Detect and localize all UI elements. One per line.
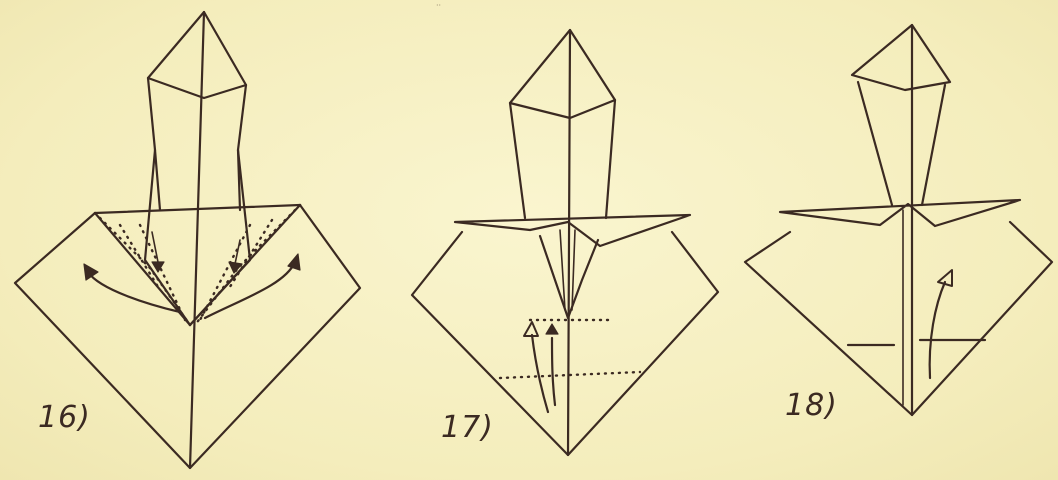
step-17-figure (412, 30, 718, 455)
step-17-head-neck (510, 100, 615, 218)
step-17-arrowhead-1 (524, 322, 538, 336)
step-18-head-neck (858, 82, 945, 205)
step-18-arrowhead (938, 270, 952, 286)
step-17-label: 17) (441, 410, 494, 445)
step-16-top-point (148, 12, 246, 98)
step-16-arrow-right (205, 262, 295, 318)
step-18-base-outline (745, 222, 1052, 415)
step-16-small-arrow-right (235, 240, 240, 264)
step-17-center-line (568, 30, 570, 455)
step-16-label: 16) (38, 400, 91, 435)
step-16-arrowhead-left (84, 264, 98, 280)
step-16-neck (148, 78, 246, 210)
step-16-center-line (190, 12, 204, 468)
step-17-arrow-up-2 (552, 338, 555, 405)
step-17-collar (455, 215, 690, 246)
step-17-dotted-line-bottom (500, 372, 640, 378)
step-17-arrow-up-1 (532, 335, 548, 412)
step-17-arrowhead-2 (546, 324, 558, 334)
speck-mark: ·· (436, 1, 441, 10)
step-18-figure (745, 25, 1052, 415)
step-18-label: 18) (785, 388, 838, 423)
step-16-arrowhead-right (288, 254, 300, 270)
step-17-head-top (510, 30, 615, 118)
step-18-head-top (852, 25, 950, 90)
step-18-arrow-up (930, 282, 945, 378)
step-18-collar (780, 200, 1020, 226)
